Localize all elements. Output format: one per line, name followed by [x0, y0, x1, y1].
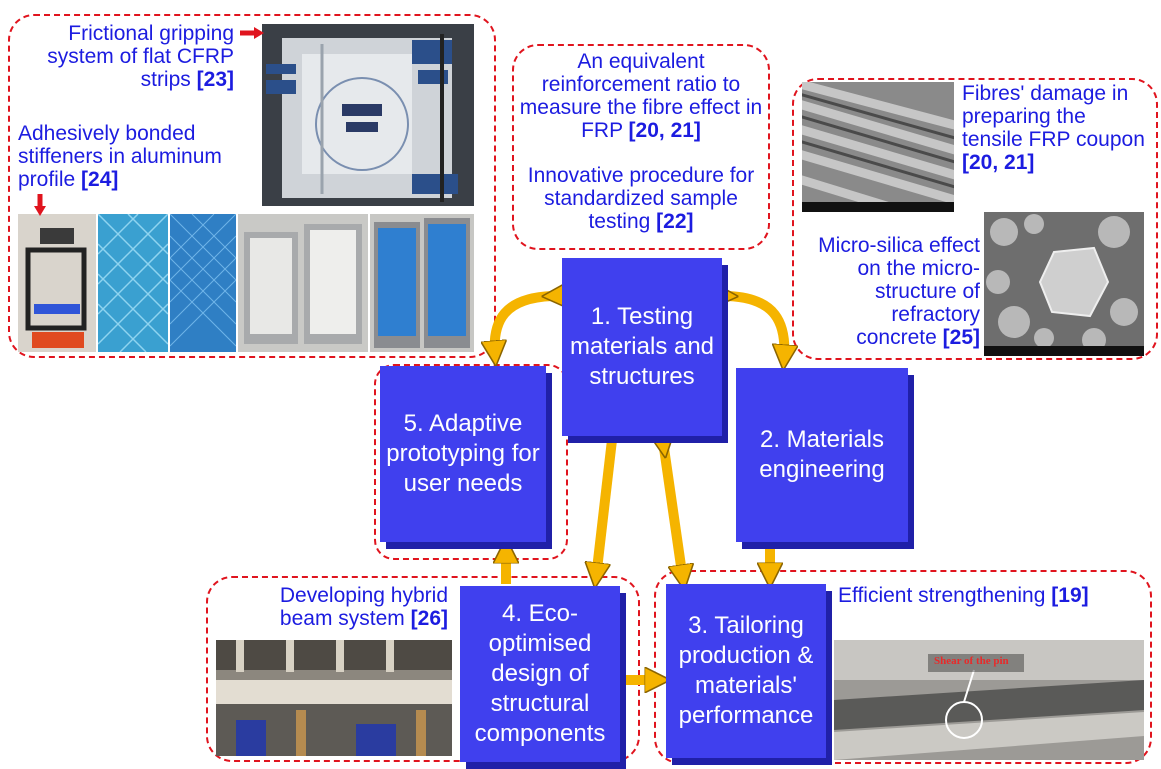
- arrow-1-2: [728, 296, 784, 360]
- box-adaptive-prototyping: 5. Adaptive prototyping for user needs: [380, 366, 546, 542]
- arrow-1-4: [596, 439, 617, 578]
- micro-silica-sem-photo: [984, 212, 1144, 356]
- caption-gripping-text: Frictional gripping system of flat CFRP …: [47, 22, 234, 91]
- caption-stiffeners-ref: [24]: [81, 168, 119, 191]
- region-tailoring: [654, 570, 1152, 764]
- caption-strengthening: Efficient strengthening [19]: [838, 584, 1138, 607]
- caption-fibres-text: Fibres' damage in preparing the tensile …: [962, 82, 1145, 151]
- caption-procedure-text: Innovative procedure for standardized sa…: [527, 164, 755, 233]
- bonded-stiffener-photo: [370, 214, 474, 352]
- region-prototyping: [374, 364, 568, 560]
- stiffener-grid-photo-1: [98, 214, 168, 352]
- region-testing-photos: [8, 14, 496, 358]
- hybrid-beam-photo: [216, 640, 452, 756]
- box-testing: 1. Testing materials and structures: [562, 258, 722, 436]
- caption-hybrid-text: Developing hybrid beam system: [279, 584, 448, 630]
- caption-fibres-ref: [20, 21]: [962, 151, 1035, 174]
- aluminum-profile-photo: [238, 214, 368, 352]
- arrow-1-3: [664, 448, 683, 580]
- caption-silica-text: Micro-silica effect on the micro-structu…: [818, 234, 980, 349]
- caption-fibres: Fibres' damage in preparing the tensile …: [962, 82, 1152, 174]
- gripping-system-photo: [262, 24, 474, 206]
- box-eco-design: 4. Eco-optimised design of structural co…: [460, 586, 620, 762]
- 3d-printer-photo: [18, 214, 96, 352]
- region-eco-design: [206, 576, 640, 762]
- caption-strengthening-text: Efficient strengthening: [838, 584, 1046, 607]
- arrow-1-5: [495, 296, 552, 356]
- caption-silica-ref: [25]: [942, 326, 980, 349]
- caption-equivalent: An equivalent reinforcement ratio to mea…: [516, 50, 766, 142]
- caption-gripping: Frictional gripping system of flat CFRP …: [16, 22, 234, 91]
- box-materials-engineering: 2. Materials engineering: [736, 368, 908, 542]
- caption-gripping-ref: [23]: [196, 68, 234, 91]
- fibres-sem-photo: [802, 82, 954, 212]
- caption-hybrid: Developing hybrid beam system [26]: [222, 584, 448, 630]
- shear-pin-label: Shear of the pin: [934, 655, 1009, 667]
- caption-stiffeners-text: Adhesively bonded stiffeners in aluminum…: [18, 122, 222, 191]
- caption-hybrid-ref: [26]: [410, 607, 448, 630]
- region-testing-captions: [512, 44, 770, 250]
- caption-equivalent-ref: [20, 21]: [628, 119, 701, 142]
- caption-procedure-ref: [22]: [656, 210, 694, 233]
- caption-stiffeners: Adhesively bonded stiffeners in aluminum…: [18, 122, 262, 191]
- caption-strengthening-ref: [19]: [1051, 584, 1089, 607]
- caption-procedure: Innovative procedure for standardized sa…: [520, 164, 762, 233]
- caption-equivalent-text: An equivalent reinforcement ratio to mea…: [519, 50, 763, 142]
- caption-silica: Micro-silica effect on the micro-structu…: [810, 234, 980, 349]
- box-tailoring: 3. Tailoring production & materials' per…: [666, 584, 826, 758]
- strengthening-photo: Shear of the pin: [834, 640, 1144, 760]
- stiffener-grid-photo-2: [170, 214, 236, 352]
- region-materials: [792, 78, 1158, 360]
